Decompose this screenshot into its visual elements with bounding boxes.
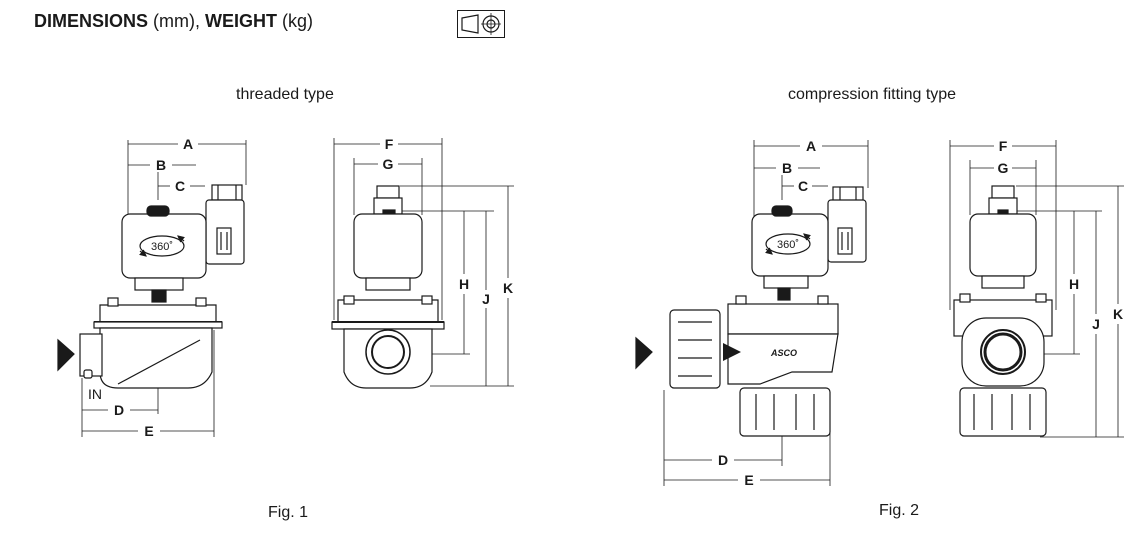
fig1-inlet-label: IN (88, 386, 102, 402)
fig1-dim-g: G (383, 156, 394, 172)
fig1-rotation-label: 360˚ (151, 241, 173, 253)
title-kg: (kg) (282, 11, 314, 31)
fig1-dim-j: J (482, 291, 490, 307)
fig2-dim-b: B (782, 160, 792, 176)
caption-fig2: Fig. 2 (879, 502, 920, 519)
fig2-dim-f: F (999, 138, 1008, 154)
title-mm: (mm), (153, 11, 201, 31)
caption-compression-type: compression fitting type (788, 86, 957, 103)
fig2-side-view (635, 140, 869, 486)
fig1-dim-c: C (175, 178, 185, 194)
fig2-brand-label: ASCO (770, 348, 797, 358)
fig2-dim-g: G (998, 160, 1009, 176)
fig1-dim-a: A (183, 136, 193, 152)
fig2-dim-d: D (718, 452, 728, 468)
fig1-dim-e: E (144, 423, 153, 439)
fig1-front-view (331, 138, 514, 389)
fig1-dim-b: B (156, 157, 166, 173)
fig2-front-view (949, 140, 1124, 438)
caption-threaded-type: threaded type (236, 86, 334, 103)
first-angle-projection-icon (457, 10, 505, 38)
caption-fig1: Fig. 1 (268, 504, 309, 521)
fig1-dim-k: K (503, 280, 513, 296)
fig1-dim-h: H (459, 276, 469, 292)
fig2-dim-e: E (744, 472, 753, 488)
fig2-dim-a: A (806, 138, 816, 154)
fig1-dim-f: F (385, 136, 394, 152)
title-weight: WEIGHT (205, 11, 278, 31)
fig2-dim-c: C (798, 178, 808, 194)
fig1-dim-d: D (114, 402, 124, 418)
fig1-side-view (57, 140, 247, 437)
fig2-dim-j: J (1092, 316, 1100, 332)
page-title: DIMENSIONS (mm), WEIGHT (kg) (34, 11, 313, 32)
fig2-dim-h: H (1069, 276, 1079, 292)
fig2-rotation-label: 360˚ (777, 239, 799, 251)
fig2-dim-k: K (1113, 306, 1123, 322)
title-dimensions: DIMENSIONS (34, 11, 149, 31)
